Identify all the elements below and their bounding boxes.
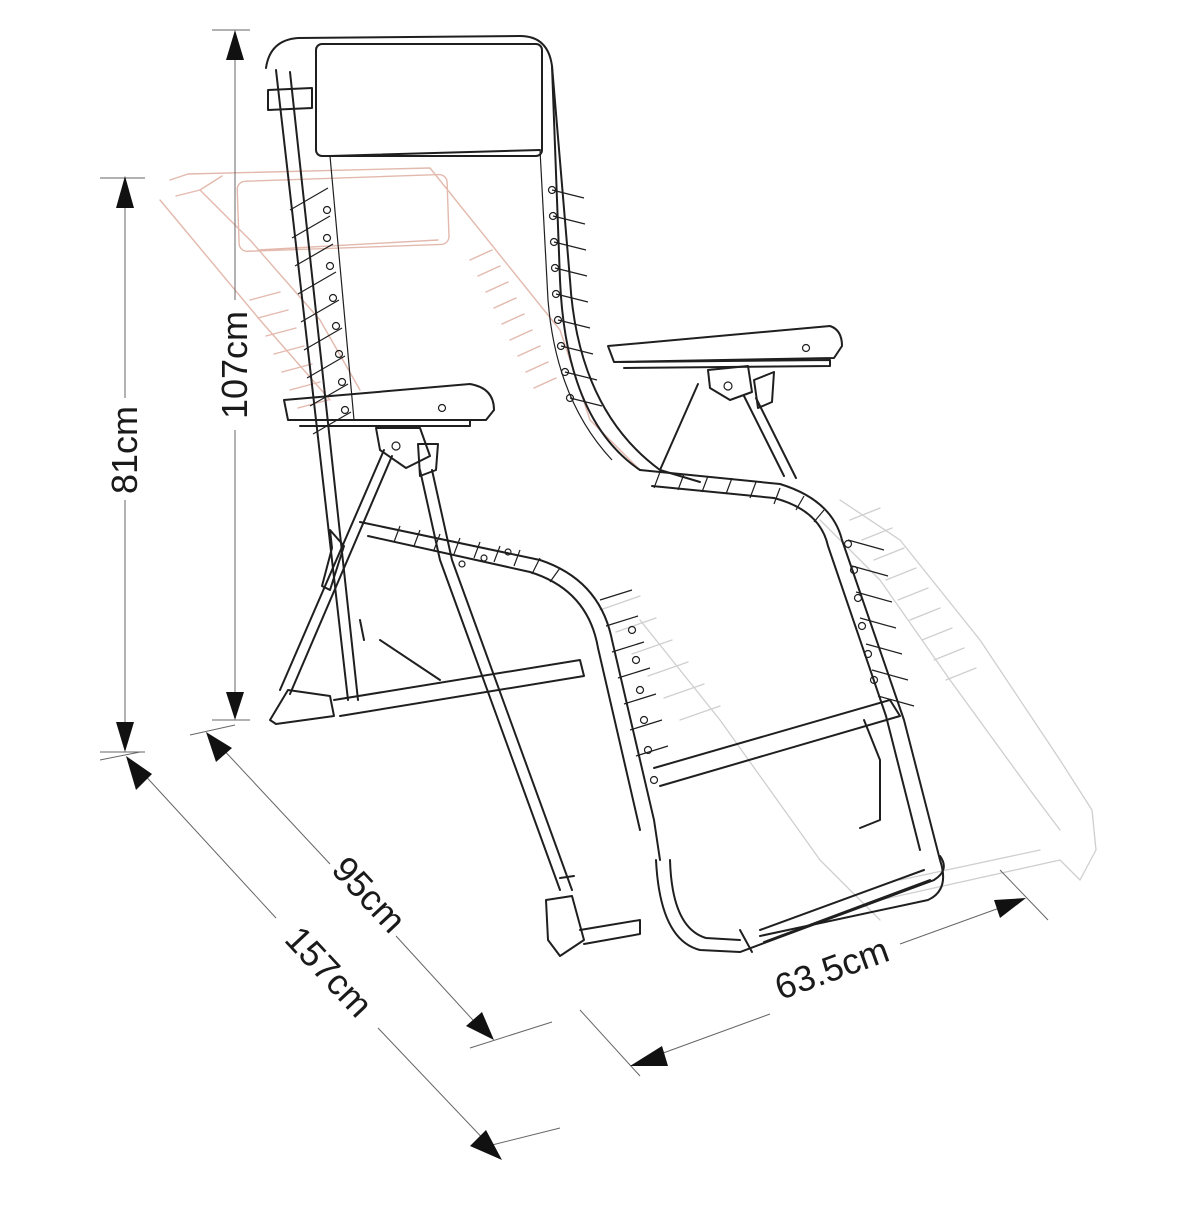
right-front-leg [659, 383, 699, 471]
arrow-81-top [116, 176, 134, 208]
left-lock-lever [321, 529, 345, 591]
back-frame-left [265, 35, 641, 471]
back-lacing-left [289, 187, 352, 435]
label-reclined-height: 81cm [104, 406, 145, 494]
label-upright-height: 107cm [214, 311, 255, 419]
seat-lacing [653, 471, 825, 523]
dimension-63-5: 63.5cm [579, 869, 1049, 1077]
arrow-157-end [470, 1130, 502, 1160]
dimension-157: 157cm [99, 751, 561, 1160]
left-armrest [283, 383, 495, 477]
back-lacing-right [547, 185, 603, 407]
left-foot [269, 689, 335, 725]
leg-rest-outer [639, 469, 944, 937]
arrow-107-bottom [226, 692, 244, 720]
arrow-95-end [466, 1012, 494, 1040]
ghost-lacing [249, 249, 557, 409]
arrow-81-bottom [116, 722, 134, 752]
dimension-107: 107cm [212, 29, 255, 721]
arrow-95-start [206, 732, 232, 762]
arrow-63-end [994, 898, 1026, 918]
arrow-63-start [630, 1046, 668, 1066]
label-reclined-length: 157cm [277, 918, 381, 1025]
ghost-front-lacing [599, 507, 977, 721]
seat-slats [393, 525, 561, 583]
leg-rest-lacing-right [843, 539, 915, 707]
label-upright-depth: 95cm [324, 848, 414, 940]
dimension-81: 81cm [100, 176, 145, 753]
rear-foot [545, 895, 585, 957]
label-width: 63.5cm [769, 929, 894, 1008]
seat-frame [359, 521, 661, 861]
right-armrest [607, 325, 843, 409]
left-leg-front [279, 449, 385, 691]
arrow-107-top [226, 30, 244, 60]
front-footbar [655, 855, 945, 953]
reclined-chair-ghost [159, 167, 1097, 921]
headrest [315, 43, 543, 157]
arrow-157-start [126, 756, 152, 790]
leg-rest-lacing-left [599, 589, 669, 785]
upright-chair [265, 35, 945, 957]
